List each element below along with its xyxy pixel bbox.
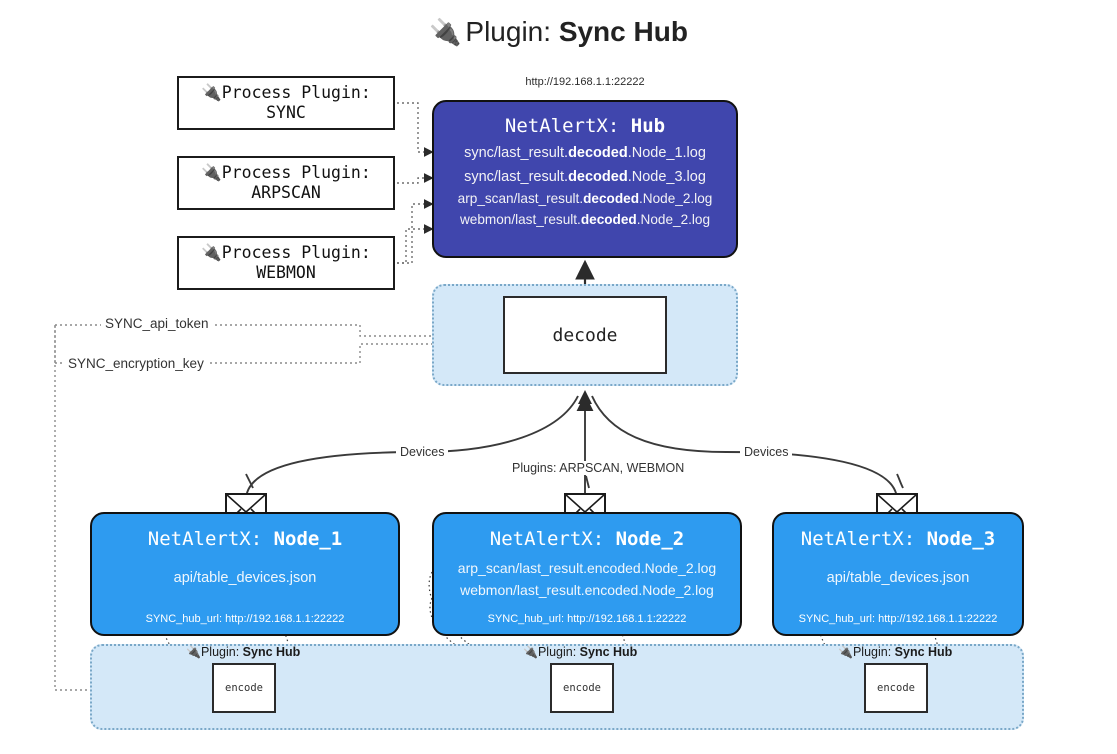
hub-url-label: http://192.168.1.1:22222 xyxy=(525,76,645,88)
page-title-prefix: Plugin: xyxy=(465,16,552,47)
wire-arpscan-to-hub xyxy=(397,173,434,184)
node-resource-lines: arp_scan/last_result.encoded.Node_2.log … xyxy=(434,560,740,598)
node-hub-url-label: SYNC_hub_url: http://192.168.1.1:22222 xyxy=(798,613,998,625)
encode-box-node-2[interactable]: encode xyxy=(550,663,614,713)
edge-label-devices-right: Devices xyxy=(740,445,793,459)
process-plugin-box-sync[interactable]: 🔌Process Plugin: SYNC xyxy=(177,76,395,130)
node-title: NetAlertX: Node_2 xyxy=(489,528,685,550)
node-resource-line: api/table_devices.json xyxy=(826,570,970,586)
process-plugin-box-arpscan[interactable]: 🔌Process Plugin: ARPSCAN xyxy=(177,156,395,210)
node-box-node-2[interactable]: NetAlertX: Node_2 arp_scan/last_result.e… xyxy=(432,512,742,636)
plug-icon: 🔌 xyxy=(201,82,222,102)
plugin-label-node-3: 🔌Plugin: Sync Hub xyxy=(838,645,953,659)
edge-label-devices-left: Devices xyxy=(396,445,449,459)
node-resource-line: webmon/last_result.encoded.Node_2.log xyxy=(460,582,714,598)
page-title-name: Sync Hub xyxy=(558,16,688,47)
plugin-label-node-2: 🔌Plugin: Sync Hub xyxy=(523,645,638,659)
plug-icon: 🔌 xyxy=(186,645,201,659)
hub-title: NetAlertX: Hub xyxy=(434,115,736,137)
envelope-stem-3 xyxy=(896,473,904,489)
sync-encryption-key-label: SYNC_encryption_key xyxy=(64,356,208,371)
wire-webmon-to-hub-b xyxy=(397,224,434,264)
plug-icon: 🔌 xyxy=(523,645,538,659)
hub-node[interactable]: NetAlertX: Hub sync/last_result.decoded.… xyxy=(432,100,738,258)
process-plugin-name: WEBMON xyxy=(256,263,316,282)
plug-icon: 🔌 xyxy=(201,162,222,182)
hub-title-name: Hub xyxy=(630,115,666,137)
encode-box-node-1[interactable]: encode xyxy=(212,663,276,713)
node-box-node-1[interactable]: NetAlertX: Node_1 api/table_devices.json… xyxy=(90,512,400,636)
node-hub-url-label: SYNC_hub_url: http://192.168.1.1:22222 xyxy=(487,613,687,625)
hub-log-line: arp_scan/last_result.decoded.Node_2.log xyxy=(457,191,713,206)
envelope-stem-2 xyxy=(585,475,590,489)
page-title: 🔌Plugin: Sync Hub xyxy=(0,16,1117,48)
process-plugin-label: 🔌Process Plugin: xyxy=(201,242,371,262)
process-plugin-box-webmon[interactable]: 🔌Process Plugin: WEBMON xyxy=(177,236,395,290)
node-title: NetAlertX: Node_1 xyxy=(147,528,343,550)
decode-box[interactable]: decode xyxy=(503,296,667,374)
plug-icon: 🔌 xyxy=(201,242,222,262)
node-title: NetAlertX: Node_3 xyxy=(800,528,996,550)
edge-label-plugins: Plugins: ARPSCAN, WEBMON xyxy=(508,461,689,475)
node-hub-url-label: SYNC_hub_url: http://192.168.1.1:22222 xyxy=(145,613,345,625)
envelope-stem-1 xyxy=(245,473,254,489)
process-plugin-name: SYNC xyxy=(266,103,306,122)
wire-webmon-to-hub-a xyxy=(397,199,434,264)
plug-icon: 🔌 xyxy=(429,17,462,47)
node-resource-line: arp_scan/last_result.encoded.Node_2.log xyxy=(457,560,717,576)
process-plugin-label: 🔌Process Plugin: xyxy=(201,162,371,182)
hub-log-line: sync/last_result.decoded.Node_1.log xyxy=(464,145,706,161)
hub-log-line: sync/last_result.decoded.Node_3.log xyxy=(464,169,706,185)
plugin-label-node-1: 🔌Plugin: Sync Hub xyxy=(186,645,301,659)
plug-icon: 🔌 xyxy=(838,645,853,659)
node-box-node-3[interactable]: NetAlertX: Node_3 api/table_devices.json… xyxy=(772,512,1024,636)
process-plugin-name: ARPSCAN xyxy=(251,183,321,202)
sync-api-token-label: SYNC_api_token xyxy=(101,316,213,331)
decode-inflow-arrow xyxy=(578,390,592,404)
hub-log-line: webmon/last_result.decoded.Node_2.log xyxy=(459,212,711,227)
wire-sync-to-hub xyxy=(397,102,434,157)
hub-title-prefix: NetAlertX: xyxy=(504,115,620,137)
node-resource-line: api/table_devices.json xyxy=(173,570,317,586)
process-plugin-label: 🔌Process Plugin: xyxy=(201,82,371,102)
encode-box-node-3[interactable]: encode xyxy=(864,663,928,713)
